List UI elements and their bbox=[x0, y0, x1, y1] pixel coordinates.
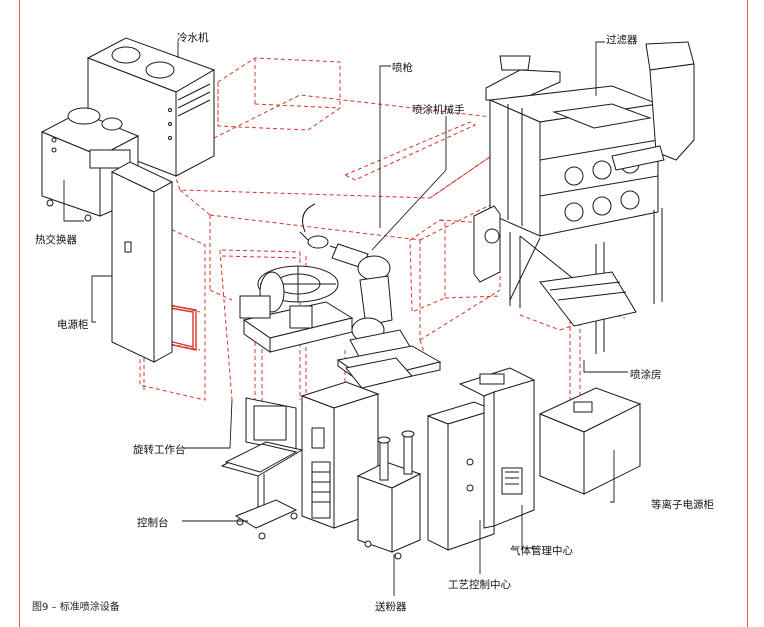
leader-lines bbox=[63, 41, 628, 596]
label-rotary-table: 旋转工作台 bbox=[133, 444, 186, 456]
label-heat-exchanger: 热交换器 bbox=[35, 234, 77, 246]
figure-caption: 图9 – 标准喷涂设备 bbox=[32, 602, 120, 613]
label-plasma-power-cabinet: 等离子电源柜 bbox=[651, 499, 714, 511]
label-spray-robot: 喷涂机械手 bbox=[412, 104, 465, 116]
duct-box-outline bbox=[217, 57, 341, 131]
filter-unit bbox=[473, 41, 695, 354]
powder-feeder-unit bbox=[356, 430, 422, 560]
label-control-desk: 控制台 bbox=[137, 517, 169, 529]
label-spray-booth: 喷涂房 bbox=[630, 369, 662, 381]
rotary-table-unit bbox=[239, 265, 354, 353]
label-process-control-center: 工艺控制中心 bbox=[448, 579, 511, 591]
control-cabinet-unit bbox=[300, 381, 380, 529]
process-control-unit bbox=[426, 401, 496, 551]
label-power-cabinet: 电源柜 bbox=[57, 319, 89, 331]
control-desk-unit bbox=[220, 397, 304, 540]
label-filter: 过滤器 bbox=[606, 34, 638, 46]
plasma-power-unit bbox=[538, 387, 642, 495]
label-spray-gun: 喷枪 bbox=[392, 62, 413, 74]
equipment-line-art bbox=[40, 37, 695, 560]
spray-robot-unit bbox=[299, 203, 442, 389]
right-border-line bbox=[747, 0, 748, 627]
left-border-line bbox=[19, 0, 20, 627]
label-chiller: 冷水机 bbox=[177, 32, 209, 44]
gas-management-unit bbox=[458, 367, 536, 529]
label-gas-management-center: 气体管理中心 bbox=[510, 545, 573, 557]
power-cabinet-unit bbox=[110, 161, 174, 363]
label-powder-feeder: 送粉器 bbox=[375, 601, 407, 613]
